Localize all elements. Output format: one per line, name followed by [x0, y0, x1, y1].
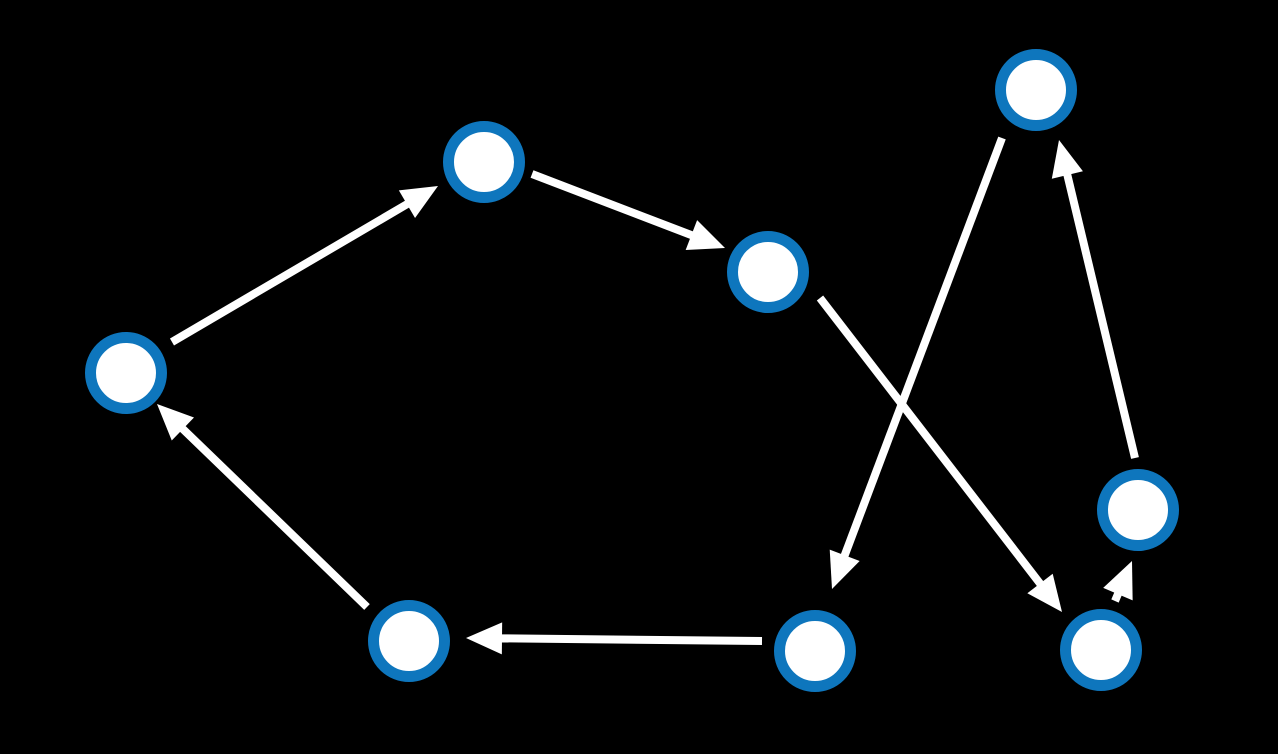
graph-node-bottom-left: [368, 600, 450, 682]
edge-line: [177, 423, 370, 610]
graph-edge-bottom-right-to-right: [1103, 561, 1133, 603]
graph-node-upper-middle: [727, 231, 809, 313]
graph-node-right: [1097, 469, 1179, 551]
graph-edge-left-to-upper-left: [169, 186, 438, 346]
arrowhead-icon: [685, 220, 725, 251]
graph-edge-bottom-left-to-left: [157, 404, 370, 610]
arrowhead-icon: [1051, 140, 1083, 179]
edge-line: [1062, 170, 1139, 459]
arrowhead-icon: [157, 404, 195, 441]
graph-node-top-right: [995, 49, 1077, 131]
graph-node-left: [85, 332, 167, 414]
graph-node-bottom-middle: [774, 610, 856, 692]
arrowhead-icon: [466, 622, 503, 655]
graph-node-upper-left: [443, 121, 525, 203]
arrowhead-icon: [398, 186, 438, 219]
graph-edge-bottom-middle-to-bottom-left: [466, 622, 763, 655]
edge-line: [816, 295, 1046, 590]
arrowhead-icon: [829, 549, 860, 589]
edge-line: [839, 136, 1006, 561]
edge-line: [530, 170, 697, 241]
edge-line: [497, 634, 763, 645]
graph-edge-upper-left-to-upper-middle: [530, 170, 725, 251]
graph-edge-upper-middle-to-bottom-right: [816, 295, 1062, 612]
arrowhead-icon: [1027, 573, 1062, 612]
arrowhead-icon: [1103, 561, 1133, 601]
edge-line: [169, 198, 413, 346]
graph-node-bottom-right: [1060, 609, 1142, 691]
graph-edge-top-right-to-bottom-middle: [829, 136, 1006, 589]
graph-edge-right-to-top-right: [1051, 140, 1139, 459]
